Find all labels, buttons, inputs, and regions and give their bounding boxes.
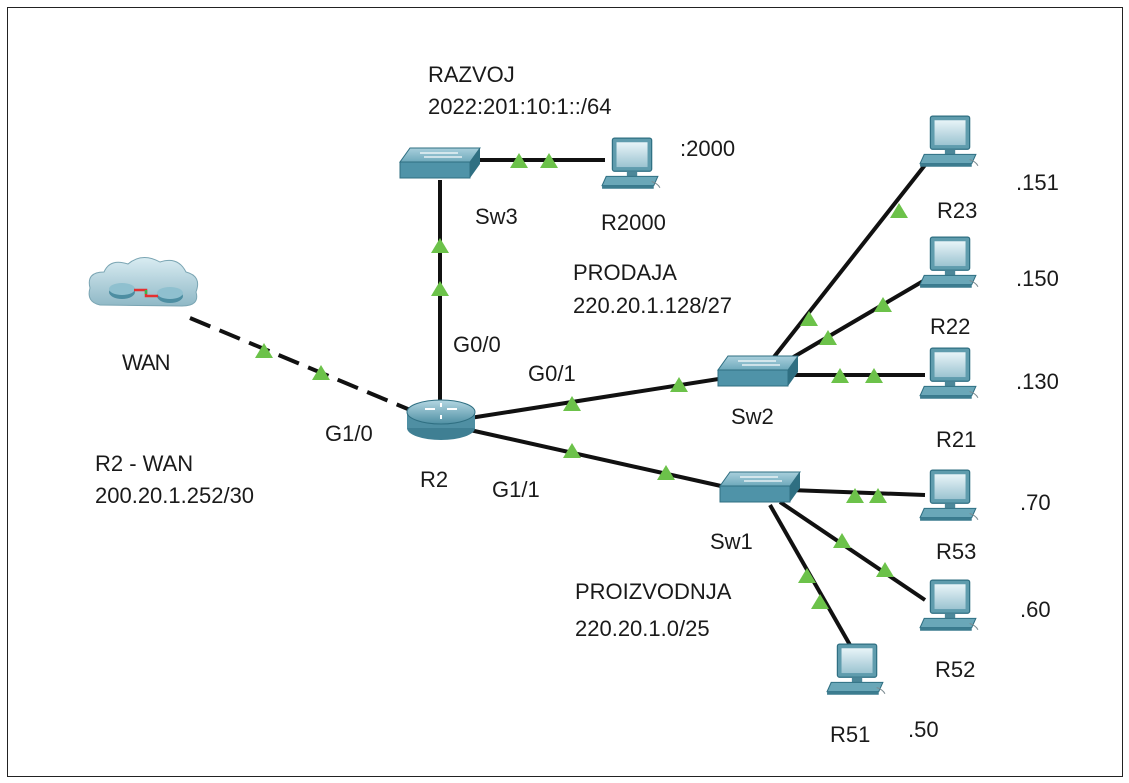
device-label-r21: R21 [936, 427, 977, 452]
network-razvoj-prefix: 2022:201:10:1::/64 [428, 94, 612, 119]
device-label-r22: R22 [930, 314, 971, 339]
link-up-indicator [865, 368, 883, 383]
pc-r21-icon[interactable] [919, 347, 979, 400]
network-wan-link-prefix: 200.20.1.252/30 [95, 483, 255, 508]
link-up-indicator [431, 281, 449, 296]
link-up-indicator [874, 297, 892, 312]
device-label-r2: R2 [420, 467, 449, 492]
link-up-indicator [819, 330, 837, 345]
link-sw1-r52 [778, 500, 927, 602]
pc-r23-icon[interactable] [919, 115, 979, 168]
host-address-r23: .151 [1016, 170, 1059, 195]
link-status-indicators [255, 153, 908, 609]
pc-r53-icon[interactable] [919, 469, 979, 522]
link-up-indicator [798, 568, 816, 583]
link-up-indicator [876, 562, 894, 577]
host-address-r2000: :2000 [680, 136, 736, 161]
links [189, 158, 927, 646]
link-up-indicator [255, 343, 273, 358]
host-address-r22: .150 [1016, 266, 1059, 291]
link-up-indicator [831, 368, 849, 383]
network-proizvodnja-name: PROIZVODNJA [575, 579, 732, 604]
link-up-indicator [846, 488, 864, 503]
link-up-indicator [833, 533, 851, 548]
link-wan-r2 [189, 316, 416, 414]
link-up-indicator [869, 488, 887, 503]
link-up-indicator [811, 594, 829, 609]
link-up-indicator [657, 465, 675, 480]
link-r2-sw1 [469, 428, 731, 490]
link-up-indicator [800, 311, 818, 326]
device-label-r2000: R2000 [601, 210, 666, 235]
device-label-sw1: Sw1 [710, 529, 753, 554]
link-up-indicator [312, 365, 330, 380]
link-up-indicator [510, 153, 528, 168]
interface-label-g0-1: G0/1 [528, 361, 576, 386]
network-prodaja-name: PRODAJA [573, 260, 677, 285]
host-address-r53: .70 [1020, 490, 1051, 515]
host-address-r21: .130 [1016, 369, 1059, 394]
link-up-indicator [890, 203, 908, 218]
switch-sw3-icon[interactable] [399, 147, 481, 179]
switch-sw1-icon[interactable] [719, 471, 801, 503]
link-up-indicator [540, 153, 558, 168]
link-up-indicator [431, 238, 449, 253]
device-label-r23: R23 [937, 198, 978, 223]
interface-label-g1-1: G1/1 [492, 477, 540, 502]
pc-r2000-icon[interactable] [601, 137, 661, 190]
pc-r51-icon[interactable] [826, 643, 886, 696]
device-label-wan: WAN [122, 350, 171, 375]
pc-r52-icon[interactable] [919, 579, 979, 632]
device-label-r53: R53 [936, 539, 977, 564]
switch-sw2-icon[interactable] [717, 355, 799, 387]
device-label-r52: R52 [935, 657, 976, 682]
interface-label-g1-0: G1/0 [325, 421, 373, 446]
host-address-r52: .60 [1020, 597, 1051, 622]
network-prodaja-prefix: 220.20.1.128/27 [573, 293, 733, 318]
device-label-sw3: Sw3 [475, 204, 518, 229]
link-r2-sw2 [469, 376, 726, 420]
link-sw2-r23 [768, 163, 927, 364]
network-razvoj-name: RAZVOJ [428, 62, 515, 87]
host-address-r51: .50 [908, 717, 939, 742]
link-up-indicator [670, 377, 688, 392]
router-r2-icon[interactable] [406, 399, 476, 440]
network-proizvodnja-prefix: 220.20.1.0/25 [575, 616, 710, 641]
network-wan-link-name: R2 - WAN [95, 451, 194, 476]
interface-label-g0-0: G0/0 [453, 332, 501, 357]
link-up-indicator [563, 443, 581, 458]
link-up-indicator [563, 396, 581, 411]
device-label-r51: R51 [830, 722, 871, 747]
wan-cloud-icon[interactable] [88, 257, 199, 307]
pc-r22-icon[interactable] [919, 236, 979, 289]
device-label-sw2: Sw2 [731, 404, 774, 429]
link-sw2-r22 [783, 278, 927, 364]
